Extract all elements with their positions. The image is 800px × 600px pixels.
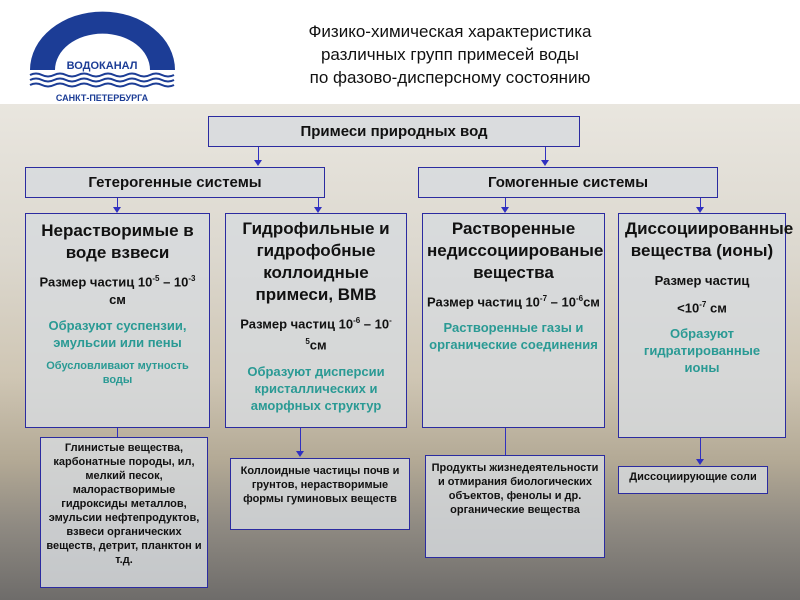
connector: [505, 428, 506, 455]
arrow-icon: [696, 207, 704, 213]
column-property: Образуют дисперсии кристаллических и амо…: [247, 363, 385, 413]
connector: [117, 428, 118, 437]
group-label: Гомогенные системы: [487, 174, 649, 191]
svg-text:САНКТ-ПЕТЕРБУРГА: САНКТ-ПЕТЕРБУРГА: [56, 93, 149, 103]
connector: [545, 147, 546, 161]
root-label: Примеси природных вод: [300, 123, 488, 140]
particle-size: Размер частиц 10-5 – 10-3 см: [39, 274, 196, 308]
column-property: Образуют гидратированные ионы: [643, 326, 761, 376]
examples-box: Коллоидные частицы почв и грунтов, нерас…: [230, 458, 410, 530]
connector: [258, 147, 259, 161]
column-heading: Нерастворимые в воде взвеси: [41, 221, 194, 262]
column-heading: Гидрофильные и гидрофобные коллоидные пр…: [242, 219, 390, 304]
column-heading: Растворенные недиссоциированые вещества: [427, 219, 604, 282]
svg-text:ВОДОКАНАЛ: ВОДОКАНАЛ: [67, 60, 138, 72]
arrow-icon: [113, 207, 121, 213]
arrow-icon: [541, 160, 549, 166]
particle-size-value: <10-7 см: [677, 300, 727, 316]
group-label: Гетерогенные системы: [88, 174, 262, 191]
examples-box: Диссоциирующие соли: [618, 466, 768, 494]
arrow-icon: [314, 207, 322, 213]
arrow-icon: [696, 459, 704, 465]
column-dissolved: Растворенные недиссоциированые вещества …: [422, 213, 605, 428]
particle-size: Размер частиц: [654, 273, 750, 288]
root-box: Примеси природных вод: [208, 116, 580, 147]
column-property: Растворенные газы и органические соедине…: [429, 320, 598, 353]
column-property: Образуют суспензии, эмульсии или пены: [48, 318, 187, 351]
column-suspensions: Нерастворимые в воде взвеси Размер части…: [25, 213, 210, 428]
connector: [300, 428, 301, 452]
title-line: по фазово-дисперсному состоянию: [309, 68, 591, 87]
arrow-icon: [254, 160, 262, 166]
column-ions: Диссоциированные вещества (ионы) Размер …: [618, 213, 794, 438]
vodokanal-logo: ВОДОКАНАЛ САНКТ-ПЕТЕРБУРГА: [20, 8, 185, 104]
connector: [117, 198, 118, 208]
homogeneous-box: Гомогенные системы: [418, 167, 718, 198]
arrow-icon: [296, 451, 304, 457]
examples-box: Глинистые вещества, карбонатные породы, …: [40, 437, 208, 588]
title-line: различных групп примесей воды: [320, 45, 580, 64]
connector: [505, 198, 506, 208]
connector: [318, 198, 319, 208]
examples-box: Продукты жизнедеятельности и отмирания б…: [425, 455, 605, 558]
slide-title: Физико-химическая характеристика различн…: [240, 20, 660, 89]
column-heading: Диссоциированные вещества (ионы): [625, 219, 794, 260]
column-note: Обусловливают мутность воды: [46, 360, 189, 387]
particle-size: Размер частиц 10-6 – 10-5см: [240, 316, 392, 353]
heterogeneous-box: Гетерогенные системы: [25, 167, 325, 198]
connector: [700, 438, 701, 460]
column-colloids: Гидрофильные и гидрофобные коллоидные пр…: [225, 213, 407, 428]
particle-size: Размер частиц 10-7 – 10-6см: [427, 294, 600, 310]
title-line: Физико-химическая характеристика: [308, 22, 592, 41]
connector: [700, 198, 701, 208]
arrow-icon: [501, 207, 509, 213]
